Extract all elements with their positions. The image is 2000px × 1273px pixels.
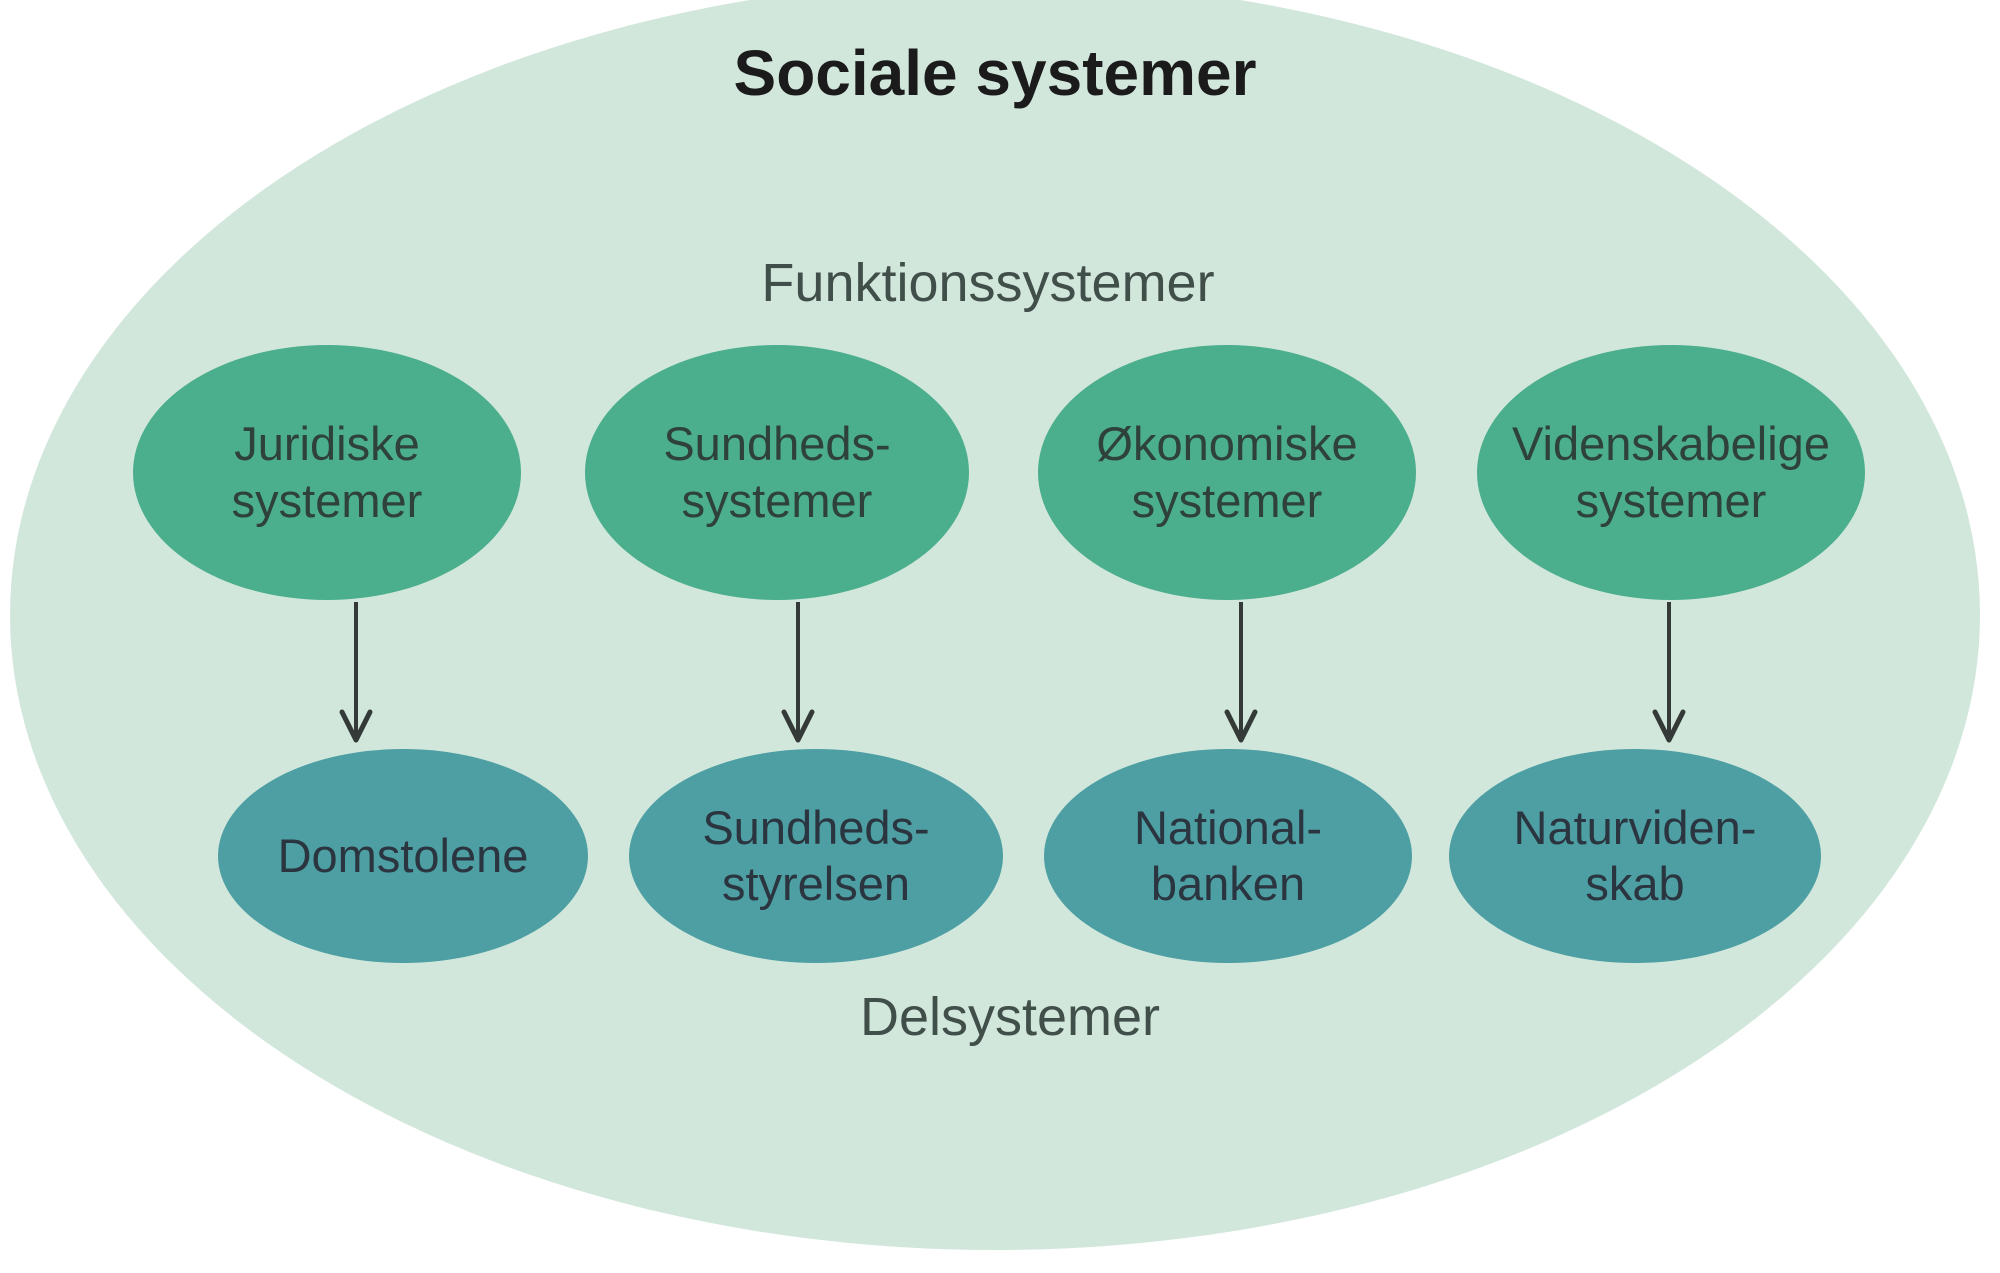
ellipse-text-line: systemer	[681, 473, 873, 527]
ellipse-sundhedsstyrelsen: Sundheds- styrelsen	[629, 749, 1003, 963]
ellipse-text-line: Juridiske	[234, 417, 420, 471]
down-arrow-juridiske-to-domstolene	[339, 602, 373, 743]
down-arrow-sundheds-to-styrelsen	[781, 602, 815, 743]
ellipse-text-line: National-	[1133, 800, 1323, 854]
ellipse-text-line: Videnskabelige	[1512, 417, 1830, 471]
ellipse-text-line: Sundheds-	[702, 800, 930, 854]
ellipse-domstolene: Domstolene	[218, 749, 588, 963]
ellipse-text-line: Domstolene	[277, 828, 529, 882]
function-systems-row-label: Funktionssystemer	[761, 253, 1215, 313]
diagram-title: Sociale systemer	[733, 37, 1257, 109]
ellipse-text-line: systemer	[231, 473, 423, 527]
down-arrow-okonomiske-to-nationalbanken	[1224, 602, 1258, 743]
ellipse-text-line: systemer	[1575, 473, 1767, 527]
ellipse-text-line: Økonomiske	[1096, 417, 1358, 471]
subsystems-row-label: Delsystemer	[859, 987, 1161, 1047]
ellipse-text-line: Naturviden-	[1513, 800, 1757, 854]
ellipse-text-line: skab	[1585, 857, 1685, 910]
ellipse-sundheds-systemer: Sundheds- systemer	[585, 345, 969, 600]
ellipse-nationalbanken: National- banken	[1044, 749, 1412, 963]
social-systems-outer-ellipse	[10, 0, 1980, 1250]
ellipse-juridiske-systemer: Juridiske systemer	[133, 345, 521, 600]
ellipse-videnskabelige-systemer: Videnskabelige systemer	[1477, 345, 1865, 600]
ellipse-okonomiske-systemer: Økonomiske systemer	[1038, 345, 1416, 600]
ellipse-text-line: banken	[1150, 857, 1306, 910]
down-arrow-videnskabelige-to-naturvidenskab	[1652, 602, 1686, 743]
ellipse-naturvidenskab: Naturviden- skab	[1449, 749, 1821, 963]
ellipse-text-line: Sundheds-	[663, 417, 891, 471]
ellipse-text-line: styrelsen	[721, 857, 911, 910]
ellipse-text-line: systemer	[1131, 473, 1323, 527]
